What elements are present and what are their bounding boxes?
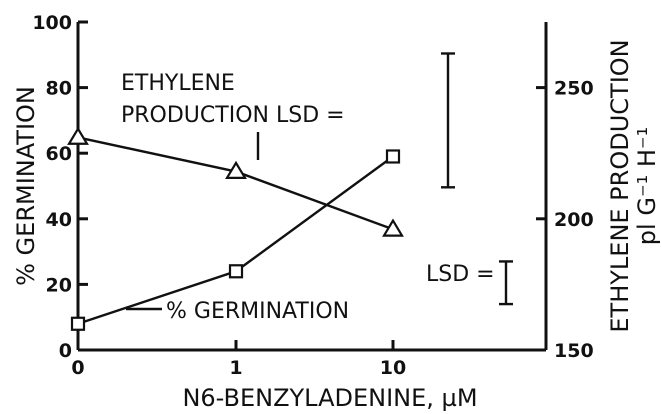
right-tick-label-200: 200 [554,209,594,231]
left-tick-label-20: 20 [46,274,72,296]
left-axis-title: % GERMINATION [12,86,40,286]
annotation-germination-legend: % GERMINATION [166,299,349,324]
germination-point-1 [228,264,244,279]
left-tick-label-40: 40 [46,209,72,231]
right-tick-label-150: 150 [554,340,594,362]
right-tick-label-250: 250 [554,78,594,100]
right-axis-title-line1: ETHYLENE PRODUCTION [606,39,634,332]
germination-point-10 [385,149,401,164]
ethylene-point-0 [67,126,89,145]
ethylene-point-1 [225,160,247,179]
left-tick-label-0: 0 [59,340,72,362]
x-tick-label-10: 10 [380,357,406,379]
left-tick-label-80: 80 [46,78,72,100]
right-axis-title-line2: pl G⁻¹ H⁻¹ [633,127,661,245]
ethylene-point-10 [382,218,404,237]
annotation-ethylene-line2: PRODUCTION LSD = [121,103,345,128]
ticks: 0 20 40 60 80 100 150 200 250 0 1 10 [32,12,593,379]
ethylene-lsd-bar [441,52,455,189]
plot-frame [76,22,548,352]
left-tick-label-60: 60 [46,143,72,165]
germination-point-0 [70,316,86,331]
x-tick-label-1: 1 [229,357,242,379]
annotation-ethylene-line1: ETHYLENE [121,71,235,96]
x-axis-title: N6-BENZYLADENINE, µM [182,384,477,412]
marks [67,52,513,331]
annotation-lsd-germination: LSD = [426,262,495,287]
germination-lsd-bar [499,260,513,306]
left-tick-label-100: 100 [32,12,72,34]
series-line-ethylene [77,136,394,231]
x-tick-label-0: 0 [71,357,84,379]
